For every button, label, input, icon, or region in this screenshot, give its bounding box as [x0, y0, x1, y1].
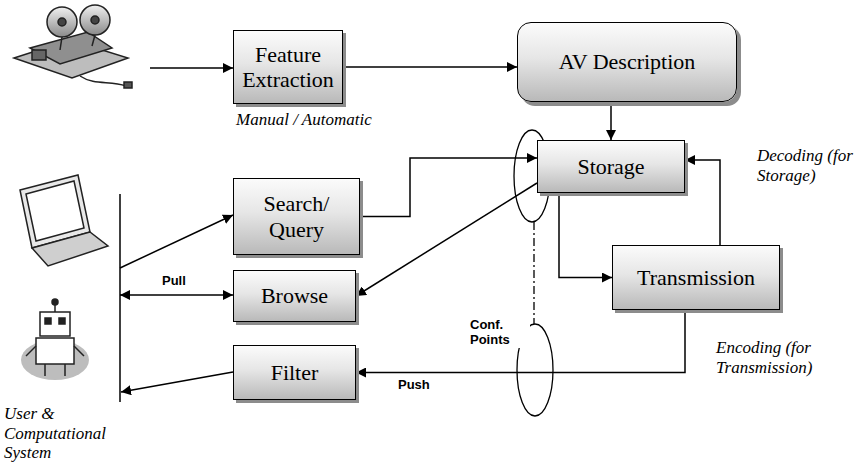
storage-box: Storage — [537, 140, 685, 193]
conformance-label: Conf. Points — [468, 318, 530, 348]
input-arrow — [150, 67, 233, 69]
flow-arrow — [685, 160, 720, 245]
flow-arrow — [610, 102, 612, 140]
user-bus — [119, 194, 121, 402]
process-note: Decoding (for Storage) — [757, 146, 862, 185]
browse-arrow — [120, 294, 233, 296]
computer-icon — [20, 175, 108, 266]
process-box: Feature Extraction — [233, 30, 343, 104]
mode-label: Pull — [160, 274, 188, 289]
box-label: Transmission — [637, 265, 755, 290]
process-box: Filter — [233, 345, 356, 400]
actor-label: User & Computational System — [4, 404, 124, 463]
projector-icon — [14, 5, 132, 88]
description-box: AV Description — [517, 22, 737, 102]
box-label: Browse — [261, 283, 328, 308]
filter-arrow — [121, 372, 233, 392]
box-label: Filter — [271, 360, 319, 385]
box-label: Feature Extraction — [240, 42, 336, 93]
box-label: AV Description — [559, 49, 696, 74]
process-box: Transmission — [612, 245, 780, 310]
conformance-link — [533, 222, 534, 324]
process-box: Search/ Query — [233, 178, 360, 255]
flow-arrow — [356, 183, 537, 296]
method-note: Manual / Automatic — [236, 110, 396, 130]
flow-arrow — [559, 193, 612, 278]
flow-arrow — [356, 310, 685, 373]
query-arrow — [120, 215, 233, 268]
process-box: Browse — [233, 270, 356, 322]
flow-arrow — [343, 66, 517, 68]
process-note: Encoding (for Transmission) — [716, 338, 862, 377]
robot-icon — [21, 299, 89, 380]
box-label: Storage — [577, 154, 644, 179]
mode-label: Push — [396, 378, 432, 393]
flow-arrow — [360, 158, 537, 217]
box-label: Search/ Query — [240, 191, 353, 242]
